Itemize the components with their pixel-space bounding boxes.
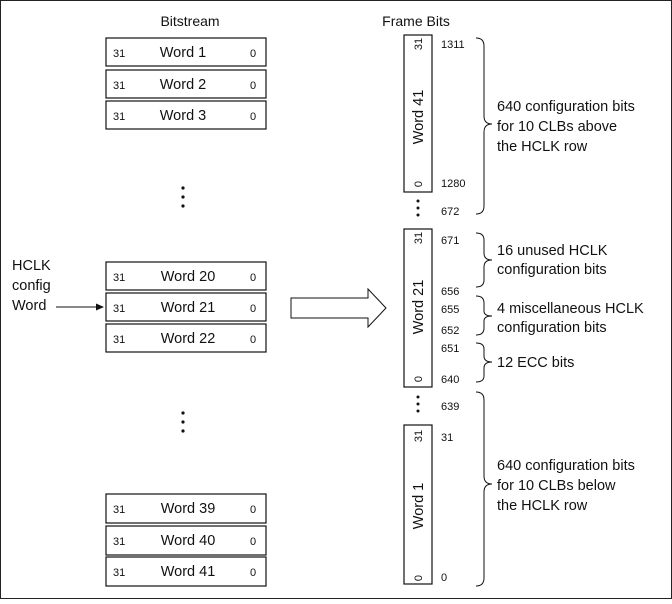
brace <box>475 295 493 336</box>
description-line: 4 miscellaneous HCLK <box>497 301 644 317</box>
frame-bit-number: 672 <box>441 206 459 218</box>
bit-31-label: 31 <box>113 504 125 516</box>
bit-31-label: 31 <box>113 334 125 346</box>
frame-bits-header: Frame Bits <box>382 13 450 29</box>
ellipsis-dots <box>416 199 420 217</box>
description-line: the HCLK row <box>497 139 588 155</box>
bit-31-label: 31 <box>413 430 425 442</box>
hclk-pointer-arrow <box>56 303 104 311</box>
bit-0-label: 0 <box>250 80 256 92</box>
bitstream-word-box: 31 Word 22 0 <box>105 323 267 353</box>
word-label: Word 39 <box>161 501 216 517</box>
frame-bit-number: 671 <box>441 235 459 247</box>
bit-0-label: 0 <box>250 536 256 548</box>
frame-word-box: 31 Word 41 0 <box>403 34 433 193</box>
description-line: 640 configuration bits <box>497 99 635 115</box>
mapping-arrow <box>290 287 387 329</box>
brace <box>475 391 493 587</box>
frame-word-label: Word 1 <box>411 483 427 529</box>
ellipsis-dots <box>416 395 420 413</box>
bit-0-label: 0 <box>250 111 256 123</box>
bit-31-label: 31 <box>413 38 425 50</box>
bitstream-word-box: 31 Word 21 0 <box>105 292 267 322</box>
description-line: configuration bits <box>497 320 607 336</box>
word-label: Word 3 <box>160 108 206 124</box>
word-label: Word 40 <box>161 533 216 549</box>
frame-bit-number: 1311 <box>441 39 465 51</box>
frame-bit-number: 656 <box>441 286 459 298</box>
bit-31-label: 31 <box>113 80 125 92</box>
word-label: Word 41 <box>161 564 216 580</box>
frame-bit-number: 655 <box>441 304 459 316</box>
description-line: 12 ECC bits <box>497 355 574 371</box>
description-line: for 10 CLBs below <box>497 478 616 494</box>
bitstream-word-box: 31 Word 40 0 <box>105 525 267 556</box>
description-line: 640 configuration bits <box>497 458 635 474</box>
bitstream-word-box: 31 Word 1 0 <box>105 37 267 67</box>
description-line: configuration bits <box>497 262 607 278</box>
word-label: Word 1 <box>160 45 206 61</box>
frame-bit-number: 1280 <box>441 178 465 190</box>
bit-31-label: 31 <box>113 111 125 123</box>
bit-31-label: 31 <box>113 48 125 60</box>
frame-word-label: Word 41 <box>411 90 427 145</box>
bit-0-label: 0 <box>250 272 256 284</box>
bitstream-header: Bitstream <box>160 13 219 29</box>
description-line: 16 unused HCLK <box>497 243 608 259</box>
frame-word-box: 31 Word 1 0 <box>403 424 433 585</box>
bit-31-label: 31 <box>113 536 125 548</box>
hclk-label-line: Word <box>12 298 46 314</box>
bit-0-label: 0 <box>250 504 256 516</box>
bit-31-label: 31 <box>413 232 425 244</box>
bitstream-word-box: 31 Word 41 0 <box>105 556 267 587</box>
frame-bit-number: 651 <box>441 343 459 355</box>
word-label: Word 2 <box>160 77 206 93</box>
bitstream-word-box: 31 Word 3 0 <box>105 100 267 130</box>
frame-word-label: Word 21 <box>411 280 427 335</box>
frame-bit-number: 652 <box>441 325 459 337</box>
frame-bit-number: 639 <box>441 401 459 413</box>
hclk-label-line: HCLK <box>12 258 51 274</box>
bit-0-label: 0 <box>413 181 425 187</box>
bit-0-label: 0 <box>250 334 256 346</box>
word-label: Word 21 <box>161 300 216 316</box>
brace <box>475 232 493 288</box>
bit-31-label: 31 <box>113 567 125 579</box>
brace <box>475 342 493 383</box>
frame-word-box: 31 Word 21 0 <box>403 228 433 388</box>
bit-31-label: 31 <box>113 303 125 315</box>
bitstream-word-box: 31 Word 39 0 <box>105 493 267 524</box>
ellipsis-dots <box>181 411 185 433</box>
ellipsis-dots <box>181 186 185 208</box>
word-label: Word 22 <box>161 331 216 347</box>
bit-0-label: 0 <box>413 575 425 581</box>
brace <box>475 37 493 215</box>
bit-0-label: 0 <box>250 567 256 579</box>
bit-0-label: 0 <box>250 303 256 315</box>
word-label: Word 20 <box>161 269 216 285</box>
frame-bit-number: 0 <box>441 572 447 584</box>
hclk-label-line: config <box>12 278 51 294</box>
frame-bit-number: 31 <box>441 432 453 444</box>
bit-0-label: 0 <box>413 376 425 382</box>
description-line: for 10 CLBs above <box>497 119 617 135</box>
bitstream-word-box: 31 Word 20 0 <box>105 261 267 291</box>
description-line: the HCLK row <box>497 498 588 514</box>
bit-31-label: 31 <box>113 272 125 284</box>
bit-0-label: 0 <box>250 48 256 60</box>
frame-bit-number: 640 <box>441 374 459 386</box>
bitstream-word-box: 31 Word 2 0 <box>105 69 267 99</box>
